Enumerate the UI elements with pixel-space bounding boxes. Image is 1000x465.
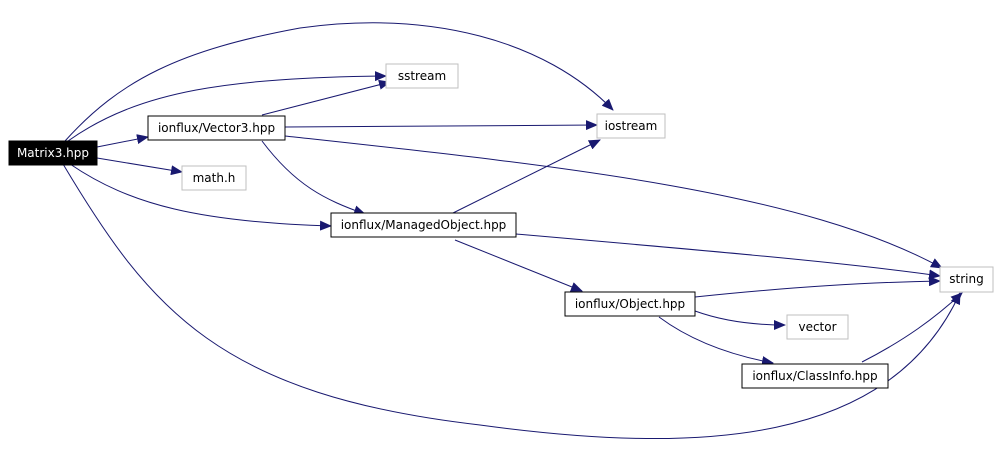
node-managed-label: ionflux/ManagedObject.hpp <box>341 218 507 232</box>
edge-classinfo-string <box>861 292 963 363</box>
node-sstream[interactable]: sstream <box>385 63 459 89</box>
edge-matrix3-managed <box>69 163 332 231</box>
edge-vector3-iostream <box>284 120 598 131</box>
edge-managed-iostream <box>452 139 601 214</box>
node-matrix3[interactable]: Matrix3.hpp <box>8 140 98 166</box>
node-matrix3-label: Matrix3.hpp <box>17 146 89 160</box>
node-vector3[interactable]: ionflux/Vector3.hpp <box>147 115 286 141</box>
node-vector-label: vector <box>798 320 836 334</box>
node-math[interactable]: math.h <box>181 165 247 191</box>
edge-matrix3-vector3 <box>96 134 149 148</box>
node-managed[interactable]: ionflux/ManagedObject.hpp <box>330 212 517 238</box>
node-iostream-label: iostream <box>605 119 658 133</box>
node-object-label: ionflux/Object.hpp <box>575 297 685 311</box>
edge-vector3-sstream <box>261 79 391 116</box>
node-iostream[interactable]: iostream <box>596 113 666 139</box>
edge-vector3-managed <box>261 140 366 216</box>
node-object[interactable]: ionflux/Object.hpp <box>564 291 696 317</box>
node-string-label: string <box>949 272 983 286</box>
edge-vector3-string <box>284 135 943 269</box>
node-classinfo-label: ionflux/ClassInfo.hpp <box>752 369 877 383</box>
edge-managed-object <box>454 239 583 292</box>
edge-object-vector <box>694 310 786 330</box>
node-vector[interactable]: vector <box>786 314 849 340</box>
edge-matrix3-iostream <box>64 22 614 142</box>
edge-managed-string <box>515 233 941 280</box>
node-vector3-label: ionflux/Vector3.hpp <box>158 121 275 135</box>
edge-object-classinfo <box>658 316 774 366</box>
node-math-label: math.h <box>193 171 236 185</box>
node-sstream-label: sstream <box>398 69 446 83</box>
edge-object-string <box>694 276 941 298</box>
edge-matrix3-string <box>62 163 961 440</box>
node-string[interactable]: string <box>939 266 994 293</box>
edge-matrix3-sstream <box>67 71 387 142</box>
edge-matrix3-math <box>96 157 183 176</box>
node-classinfo[interactable]: ionflux/ClassInfo.hpp <box>741 363 889 389</box>
